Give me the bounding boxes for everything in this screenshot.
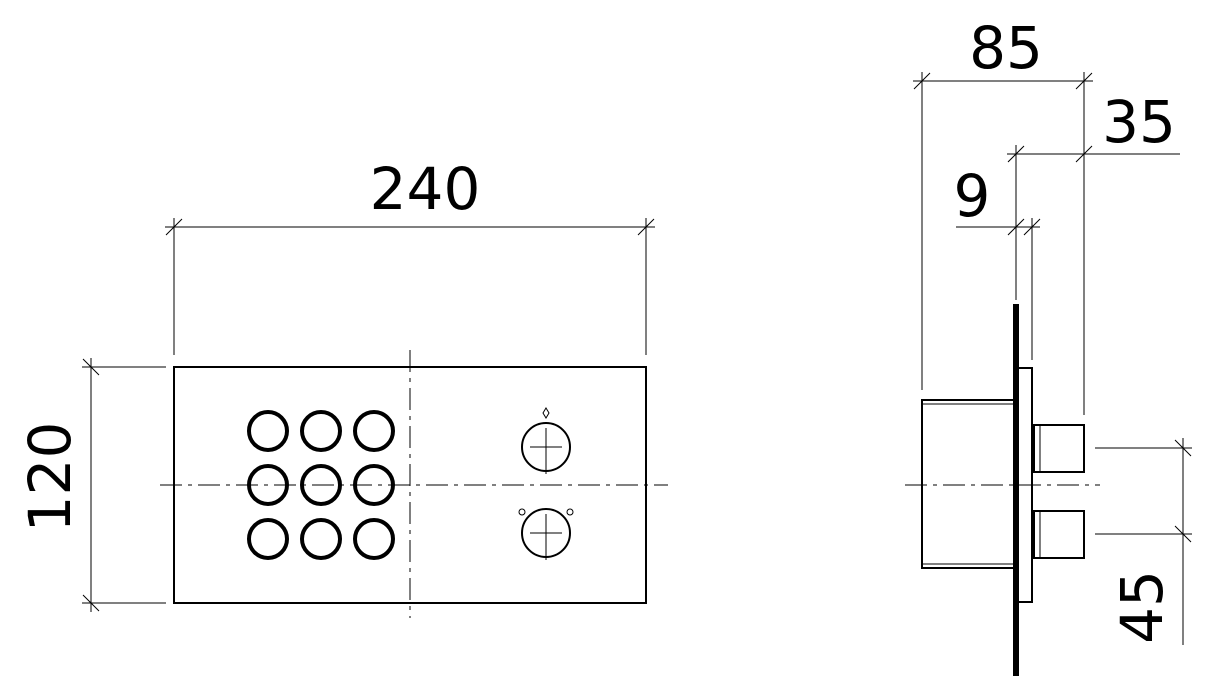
knob-stem-upper	[1033, 424, 1085, 473]
tick	[1007, 145, 1025, 163]
button	[247, 518, 289, 560]
width-dimension-label: 240	[370, 155, 481, 223]
body-block	[921, 399, 1015, 569]
button	[300, 518, 342, 560]
width-dimension: 240	[165, 155, 655, 355]
button	[353, 518, 395, 560]
height-dimension: 120	[16, 358, 166, 612]
front-view: 240 120	[16, 155, 668, 618]
spacing-label: 45	[1108, 570, 1176, 644]
depth-rear-dimension: 35	[1007, 88, 1180, 300]
plate-offset-dimension: 9	[954, 162, 1041, 360]
depth-total-dimension: 85	[913, 14, 1093, 415]
tick	[1174, 525, 1192, 543]
tick	[637, 218, 655, 236]
depth-rear-label: 35	[1102, 88, 1176, 156]
side-view: 85 35 9 45	[905, 14, 1192, 676]
height-dimension-label: 120	[16, 422, 84, 533]
tick	[1023, 218, 1041, 236]
tick	[1007, 218, 1025, 236]
tick	[1075, 72, 1093, 90]
button	[353, 464, 395, 506]
depth-total-label: 85	[969, 14, 1043, 82]
button	[247, 464, 289, 506]
button	[353, 410, 395, 452]
button	[300, 410, 342, 452]
mounting-plate	[1017, 367, 1033, 603]
spacing-dimension: 45	[1095, 438, 1192, 645]
tick	[165, 218, 183, 236]
knob-stem-lower	[1033, 510, 1085, 559]
tick	[82, 358, 100, 376]
tick	[913, 72, 931, 90]
plate-offset-label: 9	[954, 162, 991, 230]
tick	[1075, 145, 1093, 163]
button	[247, 410, 289, 452]
knob-lower	[518, 508, 574, 560]
knob-upper	[521, 407, 571, 474]
tick	[1174, 439, 1192, 457]
knob-indicator-mark	[518, 508, 526, 516]
button-grid	[247, 410, 395, 560]
knob-indicator-mark	[566, 508, 574, 516]
button	[300, 464, 342, 506]
tick	[82, 594, 100, 612]
knob-indicator-mark	[542, 407, 550, 419]
